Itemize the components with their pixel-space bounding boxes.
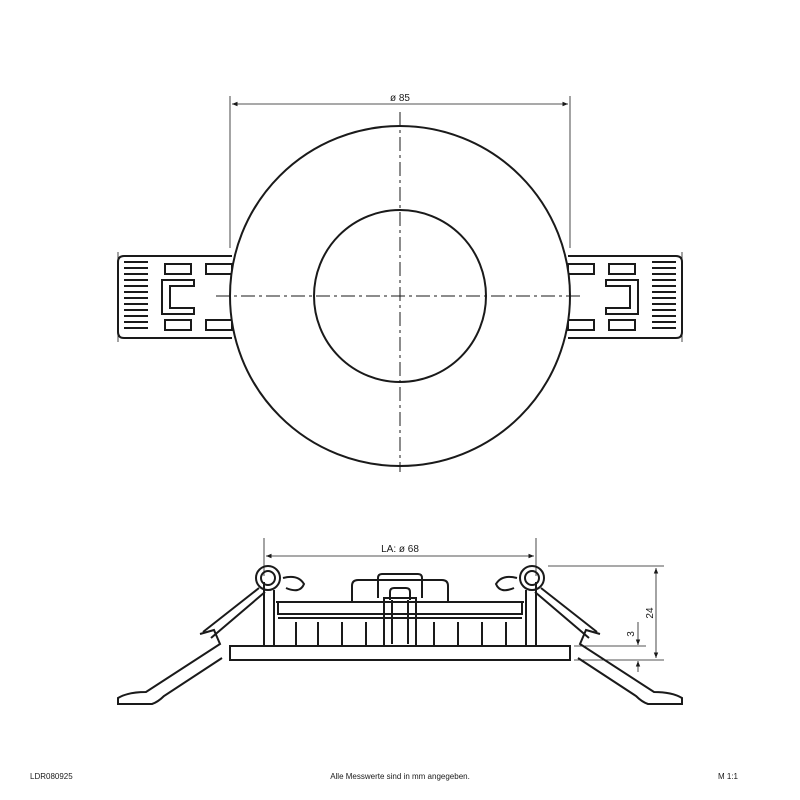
height-dimension: 24 bbox=[548, 565, 664, 661]
outer-diameter-label: ø 85 bbox=[390, 93, 410, 104]
top-view: ø 85 bbox=[117, 93, 683, 472]
height-label: 24 bbox=[645, 607, 656, 619]
article-number: LDR080925 bbox=[30, 772, 73, 781]
ring-thickness-label: 3 bbox=[626, 631, 637, 637]
right-clip-tab bbox=[567, 252, 683, 342]
outer-diameter-dimension: ø 85 bbox=[229, 93, 571, 248]
cutout-diameter-dimension: LA: ø 68 bbox=[263, 538, 537, 576]
side-view: LA: ø 68 24 3 bbox=[117, 538, 683, 705]
left-spring-clip bbox=[117, 565, 306, 705]
cutout-diameter-label: LA: ø 68 bbox=[381, 544, 419, 555]
left-clip-tab bbox=[117, 252, 233, 342]
right-tab-ribs bbox=[652, 261, 676, 329]
driver-housing bbox=[351, 573, 449, 602]
measurement-note: Alle Messwerte sind in mm angegeben. bbox=[330, 772, 470, 781]
right-spring-clip bbox=[494, 565, 683, 705]
front-ring-plate bbox=[229, 645, 571, 661]
ring-thickness-dimension: 3 bbox=[574, 622, 646, 672]
left-tab-ribs bbox=[124, 261, 148, 329]
cooling-fins bbox=[295, 622, 507, 645]
heat-sink-body bbox=[263, 582, 537, 647]
scale-label: M 1:1 bbox=[717, 772, 738, 781]
